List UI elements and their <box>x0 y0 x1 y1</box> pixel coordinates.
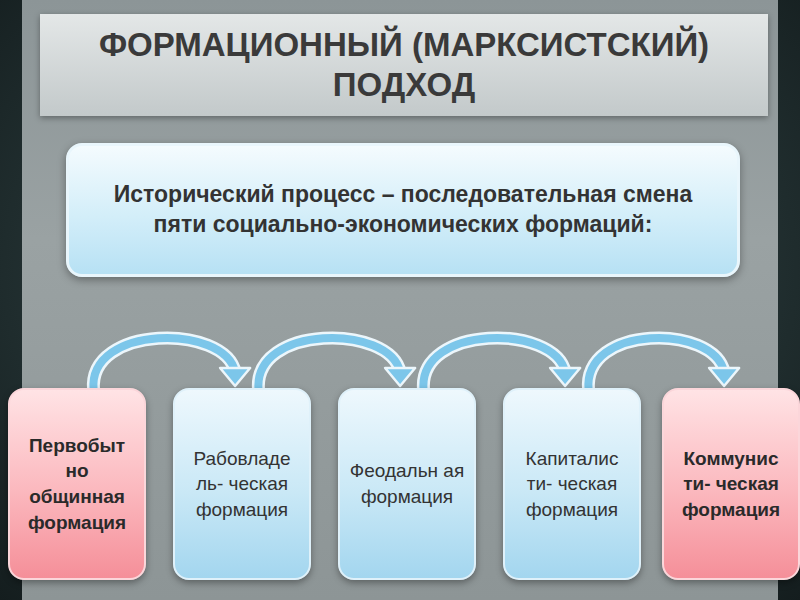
formation-box: Капиталис ти- ческая формация <box>503 388 641 580</box>
curved-arrow <box>588 338 739 390</box>
formation-box: Коммунис ти- ческая формация <box>662 388 800 580</box>
curved-arrow <box>93 338 250 390</box>
node-text: Коммунис ти- ческая формация <box>672 446 790 523</box>
node-text: Рабовладе ль- ческая формация <box>183 446 301 523</box>
node-text: Феодальн ая формация <box>348 458 466 509</box>
title: ФОРМАЦИОННЫЙ (МАРКСИСТСКИЙ) ПОДХОД <box>50 14 758 116</box>
node-text: Первобыт но общинная формация <box>18 433 136 536</box>
process-box: Исторический процесс – последовательная … <box>66 143 740 277</box>
node-text: Капиталис ти- ческая формация <box>513 446 631 523</box>
formation-box: Рабовладе ль- ческая формация <box>173 388 311 580</box>
curved-arrow <box>423 338 580 390</box>
curved-arrow <box>258 338 415 390</box>
formation-box: Первобыт но общинная формация <box>8 388 146 580</box>
formation-box: Феодальн ая формация <box>338 388 476 580</box>
node-text: Исторический процесс – последовательная … <box>99 180 707 240</box>
